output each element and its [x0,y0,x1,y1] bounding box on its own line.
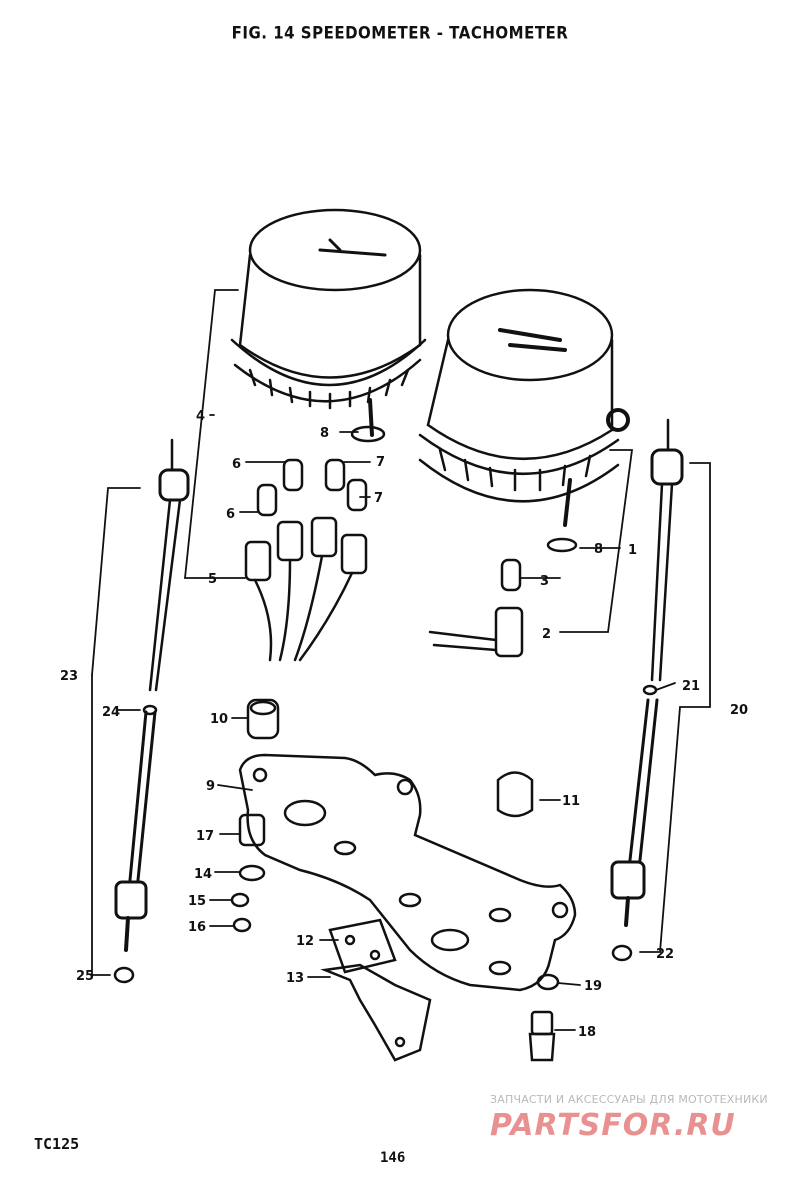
watermark-logo: PARTSFOR.RU [490,1108,736,1143]
callout-4: 4 [196,409,205,424]
callout-6b: 6 [226,507,235,522]
tachometer-cable [610,418,684,962]
tachometer-gauge [418,288,630,527]
bulbs-and-sockets-left [244,458,368,662]
speedometer-gauge [230,208,427,437]
callout-12: 12 [296,934,314,949]
callout-20: 20 [730,703,748,718]
speedometer-cable [113,438,190,984]
callout-25: 25 [76,969,94,984]
callout-24: 24 [102,705,120,720]
callout-3: 3 [540,574,549,589]
callout-1: 1 [628,543,637,558]
callout-8a: 8 [320,426,329,441]
cushions [238,698,534,847]
meter-bracket [238,753,577,992]
callout-13: 13 [286,971,304,986]
fasteners [230,864,560,1062]
watermark-caption: ЗАПЧАСТИ И АКСЕССУАРЫ ДЛЯ МОТОТЕХНИКИ [490,1093,768,1106]
callout-7b: 7 [374,491,383,506]
callout-23: 23 [60,669,78,684]
callout-numbers: 1 2 3 4 5 6 6 7 7 8 8 9 10 11 12 13 14 1… [60,409,748,1040]
callout-8b: 8 [594,542,603,557]
callout-5: 5 [208,572,217,587]
callout-19: 19 [584,979,602,994]
bulb-and-socket-right [350,425,578,658]
callout-7a: 7 [376,455,385,470]
callout-16: 16 [188,920,206,935]
model-code: TC125 [34,1135,80,1153]
callout-9: 9 [206,779,215,794]
leader-lines [91,289,711,1031]
callout-18: 18 [578,1025,596,1040]
callout-2: 2 [542,627,551,642]
small-brackets [320,918,432,1062]
callout-22: 22 [656,947,674,962]
page-number: 146 [380,1150,406,1166]
callout-6a: 6 [232,457,241,472]
callout-15: 15 [188,894,206,909]
callout-10: 10 [210,712,228,727]
callout-17: 17 [196,829,214,844]
figure-title: FIG. 14 SPEEDOMETER - TACHOMETER [231,23,569,43]
callout-21: 21 [682,679,700,694]
callout-11: 11 [562,794,580,809]
callout-14: 14 [194,867,212,882]
